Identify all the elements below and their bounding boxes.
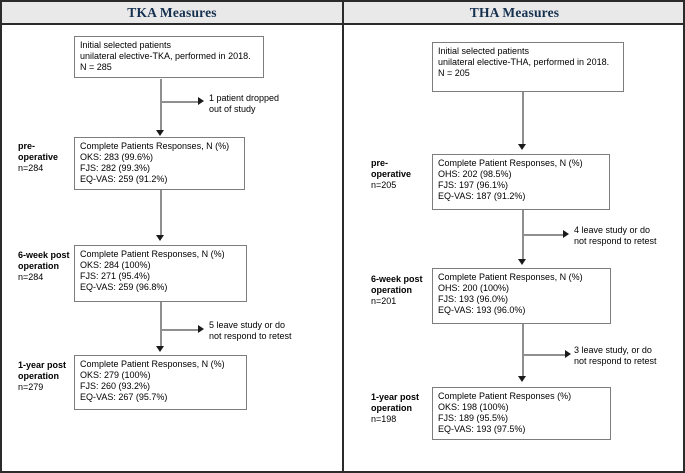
text-line: OKS: 283 (99.6%): [80, 152, 154, 162]
text-line: FJS: 282 (99.3%): [80, 163, 151, 173]
tka-stage1-label: pre- operative n=284: [18, 141, 58, 174]
text-line: Complete Patient Responses, N (%): [438, 272, 583, 282]
stage-n-count: n=205: [371, 180, 397, 190]
text-line: EQ-VAS: 193 (97.5%): [438, 424, 526, 434]
text-line: Complete Patient Responses, N (%): [438, 158, 583, 168]
tka-arrow1-head-icon: [156, 130, 164, 136]
text-line: out of study: [209, 104, 256, 114]
tha-arrow2-line: [522, 210, 524, 259]
stage-label-line: operative: [371, 169, 412, 179]
stage-n-count: n=284: [18, 272, 44, 282]
text-line: Initial selected patients: [80, 40, 172, 50]
tha-branch1-line: [523, 234, 563, 236]
text-line: N = 205: [438, 68, 470, 78]
stage-label-line: pre-: [18, 141, 36, 151]
stage-label-line: 6-week post: [371, 274, 423, 284]
tka-preop-box: Complete Patients Responses, N (%) OKS: …: [74, 137, 245, 190]
tha-branch2-head-icon: [565, 350, 571, 358]
text-line: OHS: 202 (98.5%): [438, 169, 512, 179]
text-line: FJS: 271 (95.4%): [80, 271, 151, 281]
tha-stage2-label: 6-week post operation n=201: [371, 274, 423, 307]
stage-n-count: n=284: [18, 163, 44, 173]
tha-arrow3-line: [522, 324, 524, 376]
tka-dropout1-note: 1 patient dropped out of study: [209, 93, 279, 115]
stage-label-line: pre-: [371, 158, 389, 168]
text-line: FJS: 260 (93.2%): [80, 381, 151, 391]
tka-branch1-line: [161, 101, 198, 103]
tha-arrow3-head-icon: [518, 376, 526, 382]
tka-arrow1-line: [160, 79, 162, 130]
stage-label-line: operation: [371, 403, 413, 413]
tka-stage2-label: 6-week post operation n=284: [18, 250, 70, 283]
stage-label-line: operation: [18, 371, 60, 381]
stage-label-line: operation: [371, 285, 413, 295]
tka-arrow2-line: [160, 190, 162, 235]
tha-branch2-line: [523, 354, 565, 356]
text-line: OKS: 284 (100%): [80, 260, 151, 270]
tha-stage1-label: pre- operative n=205: [371, 158, 411, 191]
stage-label-line: 1-year post: [371, 392, 420, 402]
text-line: N = 285: [80, 62, 112, 72]
tha-panel-title: THA Measures: [469, 5, 560, 20]
tka-panel-title: TKA Measures: [127, 5, 217, 20]
tha-arrow1-head-icon: [518, 144, 526, 150]
text-line: 5 leave study or do: [209, 320, 286, 330]
text-line: 3 leave study, or do: [574, 345, 652, 355]
text-line: EQ-VAS: 187 (91.2%): [438, 191, 526, 201]
stage-label-line: operative: [18, 152, 59, 162]
text-line: Complete Patient Responses, N (%): [80, 359, 225, 369]
text-line: 4 leave study or do: [574, 225, 651, 235]
text-line: EQ-VAS: 193 (96.0%): [438, 305, 526, 315]
stage-n-count: n=279: [18, 382, 44, 392]
stage-n-count: n=201: [371, 296, 397, 306]
text-line: EQ-VAS: 267 (95.7%): [80, 392, 168, 402]
tka-arrow3-head-icon: [156, 346, 164, 352]
tha-6week-box: Complete Patient Responses, N (%) OHS: 2…: [432, 268, 611, 324]
tha-arrow1-line: [522, 92, 524, 144]
text-line: Initial selected patients: [438, 46, 530, 56]
text-line: unilateral elective-THA, performed in 20…: [438, 57, 610, 67]
stage-n-count: n=198: [371, 414, 397, 424]
tha-1year-box: Complete Patient Responses (%) OKS: 198 …: [432, 387, 611, 440]
text-line: FJS: 189 (95.5%): [438, 413, 509, 423]
tka-branch2-line: [161, 329, 198, 331]
text-line: OKS: 279 (100%): [80, 370, 151, 380]
tka-branch1-head-icon: [198, 97, 204, 105]
tka-arrow3-line: [160, 302, 162, 346]
stage-label-line: operation: [18, 261, 60, 271]
text-line: Complete Patients Responses, N (%): [80, 141, 230, 151]
tka-stage3-label: 1-year post operation n=279: [18, 360, 66, 393]
text-line: not respond to retest: [574, 356, 657, 366]
tha-initial-box: Initial selected patients unilateral ele…: [432, 42, 624, 92]
tka-branch2-head-icon: [198, 325, 204, 333]
text-line: 1 patient dropped: [209, 93, 280, 103]
text-line: Complete Patient Responses, N (%): [80, 249, 225, 259]
tha-dropout2-note: 3 leave study, or do not respond to rete…: [574, 345, 657, 367]
tka-dropout2-note: 5 leave study or do not respond to retes…: [209, 320, 292, 342]
tka-initial-box: Initial selected patients unilateral ele…: [74, 36, 264, 78]
panel-divider: [342, 2, 344, 471]
tka-arrow2-head-icon: [156, 235, 164, 241]
text-line: not respond to retest: [574, 236, 657, 246]
text-line: FJS: 193 (96.0%): [438, 294, 509, 304]
tha-preop-box: Complete Patient Responses, N (%) OHS: 2…: [432, 154, 610, 210]
tka-6week-box: Complete Patient Responses, N (%) OKS: 2…: [74, 245, 247, 302]
tha-dropout1-note: 4 leave study or do not respond to retes…: [574, 225, 657, 247]
tha-stage3-label: 1-year post operation n=198: [371, 392, 419, 425]
text-line: EQ-VAS: 259 (96.8%): [80, 282, 168, 292]
tha-branch1-head-icon: [563, 230, 569, 238]
text-line: Complete Patient Responses (%): [438, 391, 572, 401]
text-line: EQ-VAS: 259 (91.2%): [80, 174, 168, 184]
tha-arrow2-head-icon: [518, 259, 526, 265]
text-line: OHS: 200 (100%): [438, 283, 510, 293]
stage-label-line: 1-year post: [18, 360, 67, 370]
text-line: unilateral elective-TKA, performed in 20…: [80, 51, 251, 61]
stage-label-line: 6-week post: [18, 250, 70, 260]
text-line: FJS: 197 (96.1%): [438, 180, 509, 190]
text-line: not respond to retest: [209, 331, 292, 341]
text-line: OKS: 198 (100%): [438, 402, 509, 412]
tka-1year-box: Complete Patient Responses, N (%) OKS: 2…: [74, 355, 247, 410]
